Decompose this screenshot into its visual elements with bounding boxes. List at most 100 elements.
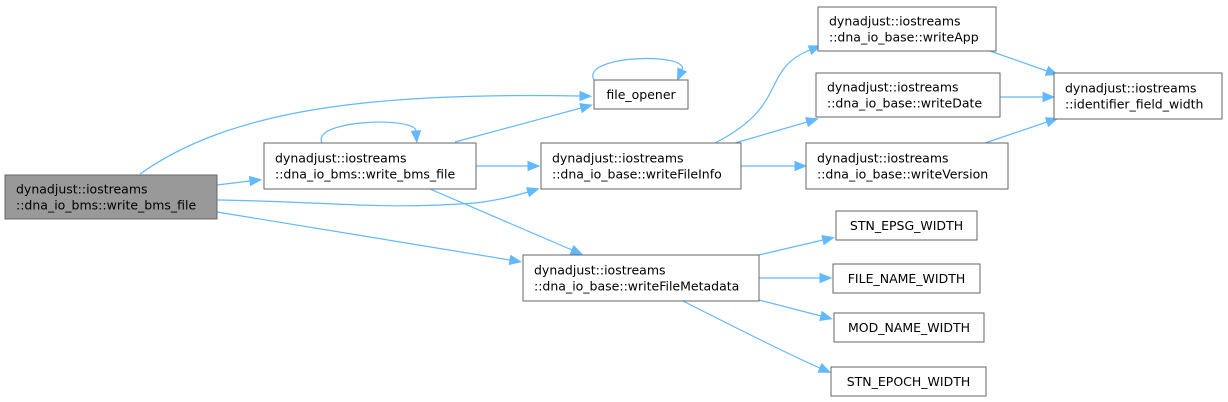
node-root[interactable]: dynadjust::iostreams::dna_io_bms::write_… bbox=[4, 174, 218, 220]
node-box[interactable] bbox=[817, 6, 997, 52]
node-box[interactable] bbox=[830, 366, 987, 397]
node-label-line: MOD_NAME_WIDTH bbox=[848, 320, 970, 335]
node-writeversion[interactable]: dynadjust::iostreams::dna_io_base::write… bbox=[805, 142, 1009, 190]
edge-root-to-writefilemetadata bbox=[216, 211, 523, 266]
node-label-line: ::dna_io_bms::write_bms_file bbox=[275, 167, 456, 182]
nodes-layer: dynadjust::iostreams::dna_io_bms::write_… bbox=[4, 6, 1223, 397]
node-label-line: dynadjust::iostreams bbox=[275, 151, 407, 166]
edge-arrowhead bbox=[817, 362, 832, 373]
node-box[interactable] bbox=[263, 142, 477, 190]
edge-line bbox=[139, 94, 581, 175]
edge-arrowhead bbox=[508, 254, 523, 266]
node-box[interactable] bbox=[835, 210, 978, 241]
node-file-opener[interactable]: file_opener bbox=[593, 79, 689, 110]
edge-arrowhead bbox=[805, 117, 819, 128]
node-writedate[interactable]: dynadjust::iostreams::dna_io_base::write… bbox=[815, 72, 1001, 118]
edge-file-opener-to-file-opener bbox=[592, 57, 687, 82]
node-writeapp[interactable]: dynadjust::iostreams::dna_io_base::write… bbox=[817, 6, 997, 52]
node-writefileinfo[interactable]: dynadjust::iostreams::dna_io_base::write… bbox=[540, 142, 742, 190]
node-box[interactable] bbox=[522, 254, 760, 302]
edge-root-to-file-opener bbox=[139, 90, 593, 175]
edge-line bbox=[984, 121, 1048, 144]
edge-writefilemetadata-to-stn-epoch-width bbox=[682, 300, 832, 373]
edge-arrowhead bbox=[569, 244, 584, 255]
node-label-line: dynadjust::iostreams bbox=[817, 151, 949, 166]
node-box[interactable] bbox=[815, 72, 1001, 118]
node-box[interactable] bbox=[4, 174, 218, 220]
node-label-line: ::dna_io_base::writeVersion bbox=[817, 167, 988, 182]
node-stn-epoch-width[interactable]: STN_EPOCH_WIDTH bbox=[830, 366, 987, 397]
edge-line bbox=[758, 299, 822, 317]
node-label-line: ::dna_io_base::writeFileInfo bbox=[552, 167, 722, 182]
edge-line bbox=[320, 121, 417, 144]
node-write-bms-file[interactable]: dynadjust::iostreams::dna_io_bms::write_… bbox=[263, 142, 477, 190]
edge-writefileinfo-to-writeapp bbox=[714, 45, 822, 144]
edge-line bbox=[758, 239, 824, 256]
node-label-line: dynadjust::iostreams bbox=[827, 80, 959, 95]
edge-line bbox=[989, 50, 1048, 72]
edge-writedate-to-identifier-field-width bbox=[1000, 91, 1056, 103]
edge-arrowhead bbox=[1042, 91, 1056, 103]
edge-line bbox=[454, 107, 582, 143]
node-label-line: dynadjust::iostreams bbox=[552, 151, 684, 166]
edge-line bbox=[216, 211, 511, 261]
edge-writefilemetadata-to-mod-name-width bbox=[758, 299, 833, 321]
node-label-line: ::dna_io_base::writeFileMetadata bbox=[534, 279, 739, 294]
edge-arrowhead bbox=[1044, 117, 1059, 128]
edge-root-to-write-bms-file bbox=[216, 175, 263, 187]
edge-arrowhead bbox=[807, 45, 822, 56]
edge-arrowhead bbox=[525, 187, 540, 198]
edge-arrowhead bbox=[821, 235, 835, 246]
node-label-line: FILE_NAME_WIDTH bbox=[848, 271, 966, 286]
node-label-line: dynadjust::iostreams bbox=[1065, 81, 1197, 96]
edge-arrowhead bbox=[410, 130, 422, 144]
node-box[interactable] bbox=[1053, 72, 1223, 120]
edge-root-to-writefileinfo bbox=[216, 187, 540, 207]
edge-writefileinfo-to-writeversion bbox=[741, 160, 808, 172]
edge-writeversion-to-identifier-field-width bbox=[984, 117, 1059, 144]
edge-write-bms-file-to-writefilemetadata bbox=[429, 188, 584, 255]
node-writefilemetadata[interactable]: dynadjust::iostreams::dna_io_base::write… bbox=[522, 254, 760, 302]
edge-arrowhead bbox=[794, 160, 808, 172]
edge-writeapp-to-identifier-field-width bbox=[989, 50, 1059, 76]
edge-line bbox=[682, 300, 821, 369]
node-label-line: ::identifier_field_width bbox=[1065, 97, 1203, 112]
node-box[interactable] bbox=[832, 263, 981, 294]
node-label-line: ::dna_io_base::writeApp bbox=[829, 30, 979, 45]
edge-line bbox=[592, 57, 683, 81]
node-mod-name-width[interactable]: MOD_NAME_WIDTH bbox=[833, 312, 985, 343]
edge-line bbox=[734, 121, 808, 144]
edge-arrowhead bbox=[819, 272, 833, 284]
edge-write-bms-file-to-write-bms-file bbox=[320, 121, 422, 144]
edges-layer bbox=[139, 45, 1059, 373]
edge-line bbox=[216, 180, 251, 186]
edge-arrowhead bbox=[579, 90, 593, 102]
node-label-line: dynadjust::iostreams bbox=[534, 263, 666, 278]
node-identifier-field-width[interactable]: dynadjust::iostreams::identifier_field_w… bbox=[1053, 72, 1223, 120]
edge-writefileinfo-to-writedate bbox=[734, 117, 819, 144]
node-box[interactable] bbox=[805, 142, 1009, 190]
edge-arrowhead bbox=[819, 310, 833, 321]
edge-arrowhead bbox=[676, 67, 687, 82]
node-label-line: STN_EPOCH_WIDTH bbox=[847, 374, 971, 389]
node-stn-epsg-width[interactable]: STN_EPSG_WIDTH bbox=[835, 210, 978, 241]
edge-line bbox=[216, 191, 529, 207]
node-file-name-width[interactable]: FILE_NAME_WIDTH bbox=[832, 263, 981, 294]
edge-arrowhead bbox=[248, 175, 263, 187]
node-label-line: dynadjust::iostreams bbox=[16, 182, 148, 197]
edge-write-bms-file-to-file-opener bbox=[454, 103, 593, 143]
edge-line bbox=[429, 188, 573, 251]
node-label-line: ::dna_io_bms::write_bms_file bbox=[16, 198, 197, 213]
edge-arrowhead bbox=[579, 103, 593, 114]
node-box[interactable] bbox=[833, 312, 985, 343]
edge-writefilemetadata-to-stn-epsg-width bbox=[758, 235, 835, 256]
edge-write-bms-file-to-writefileinfo bbox=[476, 160, 541, 172]
node-label-line: STN_EPSG_WIDTH bbox=[850, 218, 963, 233]
node-label-line: file_opener bbox=[606, 87, 676, 102]
node-label-line: ::dna_io_base::writeDate bbox=[827, 96, 982, 111]
node-box[interactable] bbox=[593, 79, 689, 110]
node-box[interactable] bbox=[540, 142, 742, 190]
edge-writefilemetadata-to-file-name-width bbox=[759, 272, 833, 284]
node-label-line: dynadjust::iostreams bbox=[829, 14, 961, 29]
